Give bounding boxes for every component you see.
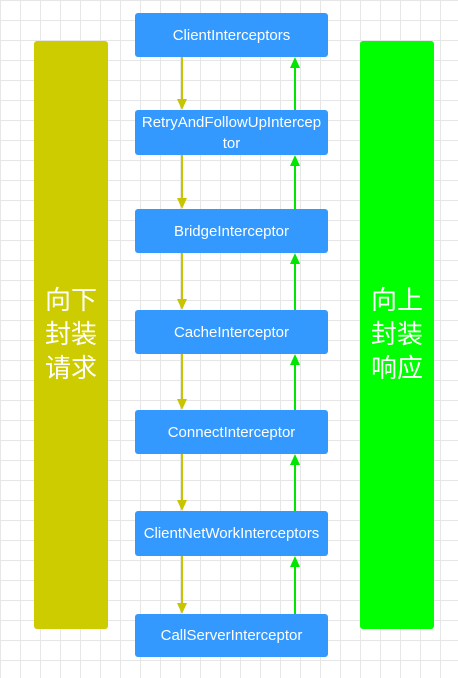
down-arrow-head xyxy=(177,99,187,110)
up-arrow-head xyxy=(290,354,300,365)
client-interceptors-node: ClientInterceptors xyxy=(135,13,328,57)
client-network-interceptors-node: ClientNetWorkInterceptors xyxy=(135,511,328,556)
cache-interceptor-node: CacheInterceptor xyxy=(135,310,328,354)
request-direction-label: 向下封装请求 xyxy=(44,286,97,384)
down-arrow-head xyxy=(177,603,187,614)
response-direction-panel: 向上封装响应 xyxy=(360,41,434,629)
up-arrow-head xyxy=(290,454,300,465)
up-arrow-head xyxy=(290,155,300,166)
connect-interceptor-node: ConnectInterceptor xyxy=(135,410,328,454)
request-direction-panel: 向下封装请求 xyxy=(34,41,108,629)
up-arrow-head xyxy=(290,57,300,68)
retry-and-follow-up-interceptor-node: RetryAndFollowUpInterceptor xyxy=(135,110,328,155)
down-arrow-head xyxy=(177,399,187,410)
call-server-interceptor-node: CallServerInterceptor xyxy=(135,614,328,657)
up-arrow-head xyxy=(290,556,300,567)
down-arrow-head xyxy=(177,299,187,310)
down-arrow-head xyxy=(177,500,187,511)
down-arrow-head xyxy=(177,198,187,209)
response-direction-label: 向上封装响应 xyxy=(370,286,423,384)
up-arrow-head xyxy=(290,253,300,264)
bridge-interceptor-node: BridgeInterceptor xyxy=(135,209,328,253)
